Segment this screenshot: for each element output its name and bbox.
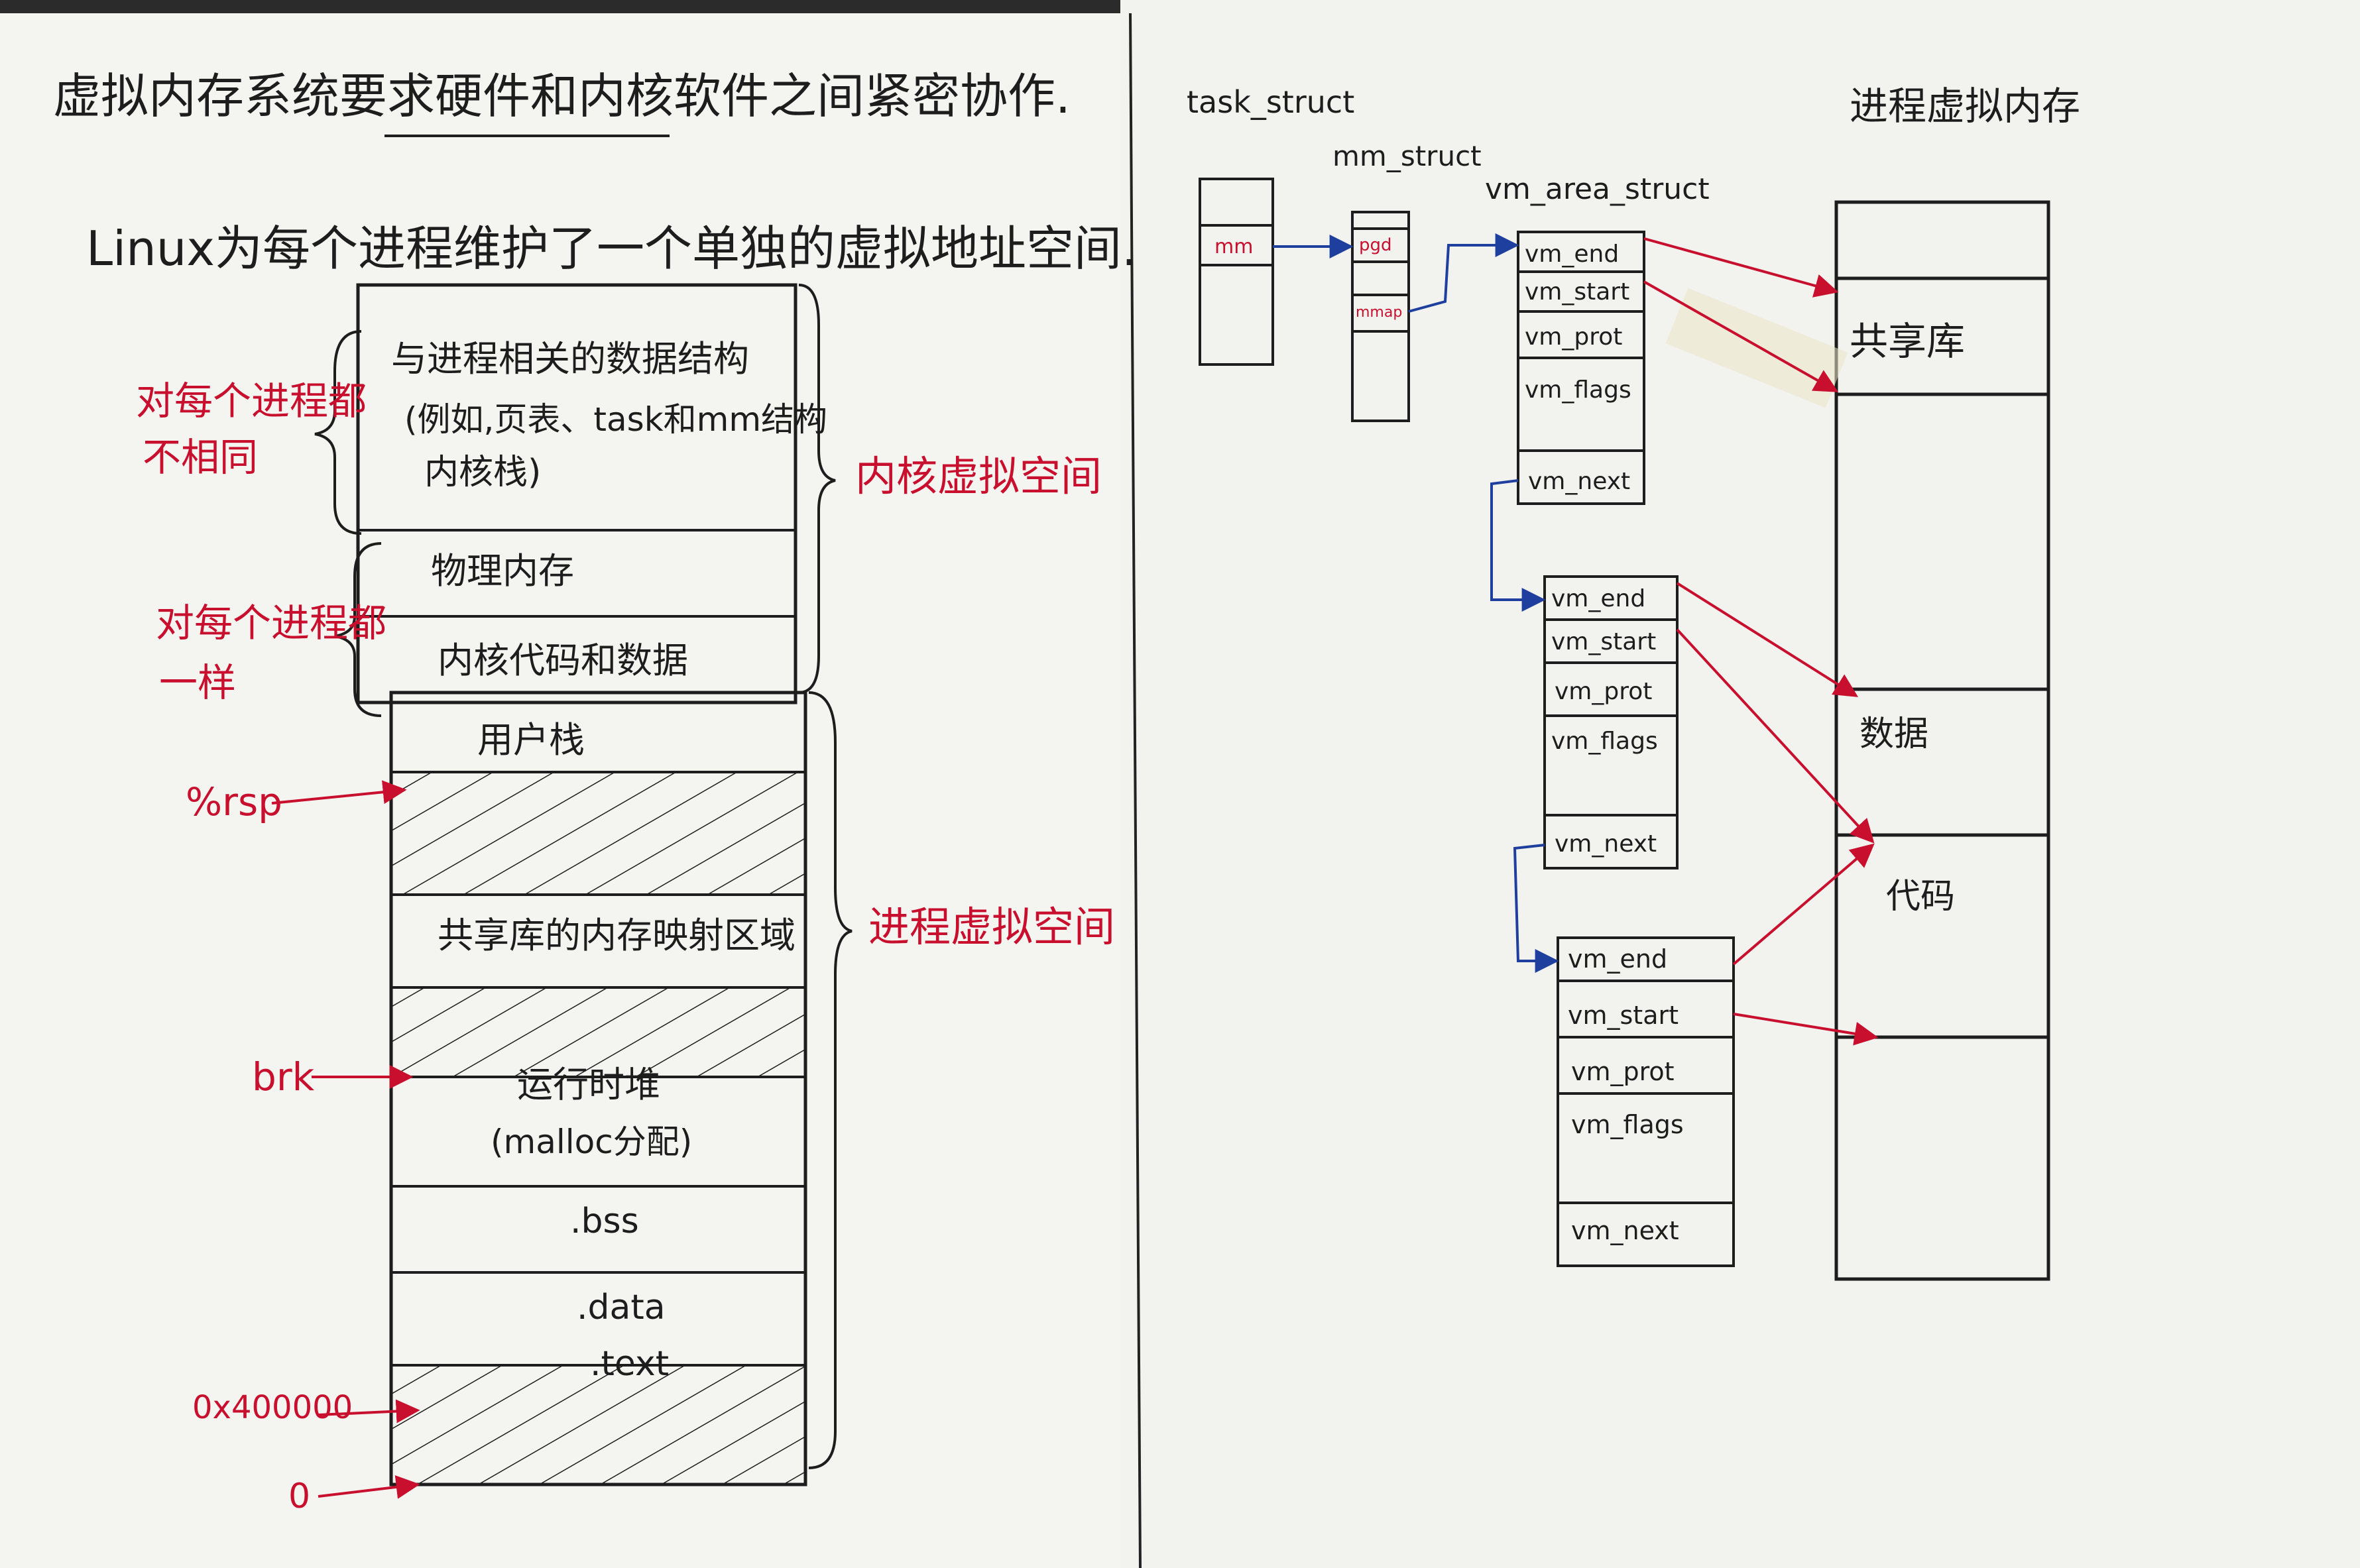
task-struct-box bbox=[1199, 178, 1274, 366]
blue-pointer-arrows bbox=[1273, 233, 1559, 973]
heap-malloc-note: (malloc分配) bbox=[491, 1123, 692, 1161]
hatched-gap-bottom bbox=[392, 1367, 804, 1483]
vma2-vm-prot: vm_prot bbox=[1555, 678, 1652, 705]
vma1-next-to-vma2-arrow bbox=[1490, 479, 1546, 612]
kernel-process-structs-label: 与进程相关的数据结构 bbox=[391, 338, 749, 380]
page-fold bbox=[1129, 13, 1142, 1568]
vma1-vm-end: vm_end bbox=[1525, 241, 1619, 268]
hatched-gap-heap bbox=[392, 989, 804, 1076]
left-subtitle: Linux为每个进程维护了一个单独的虚拟地址空间. bbox=[86, 221, 1137, 276]
start-address-arrow bbox=[318, 1399, 420, 1424]
region-data: 数据 bbox=[1859, 714, 1928, 754]
brace-differ bbox=[314, 330, 362, 535]
task-struct-title: task_struct bbox=[1187, 84, 1354, 120]
vma2-vm-end: vm_end bbox=[1551, 585, 1645, 612]
shared-lib-region-label: 共享库的内存映射区域 bbox=[438, 915, 796, 956]
brk-pointer-label: brk bbox=[252, 1054, 315, 1099]
mm-struct-title: mm_struct bbox=[1332, 140, 1482, 172]
brace-kernel-vm bbox=[798, 284, 836, 694]
hatched-gap-stack bbox=[392, 773, 804, 893]
vm-area-struct-1 bbox=[1517, 231, 1645, 505]
vma2-vm-flags: vm_flags bbox=[1551, 728, 1658, 755]
vma3-vm-next: vm_next bbox=[1571, 1216, 1679, 1245]
vm-area-struct-3 bbox=[1557, 936, 1735, 1267]
vma3-start-to-code-bottom bbox=[1733, 1013, 1879, 1046]
red-mapping-arrows bbox=[1643, 237, 1879, 1046]
per-process-differ-line1: 对每个进程都 bbox=[136, 378, 367, 423]
memory-layout-dividers bbox=[358, 529, 805, 1367]
vma1-vm-next: vm_next bbox=[1528, 468, 1630, 495]
data-label: .data bbox=[577, 1288, 666, 1327]
kernel-process-structs-detail: (例如,页表、task和mm结构 bbox=[404, 400, 827, 439]
vm-area-struct-title: vm_area_struct bbox=[1485, 172, 1710, 206]
brace-process-vm bbox=[808, 691, 853, 1469]
vma2-vm-next: vm_next bbox=[1555, 830, 1657, 858]
vma1-start-to-shared-lib-bottom bbox=[1643, 280, 1839, 392]
mm-struct-mmap-field: mmap bbox=[1356, 304, 1402, 321]
vma3-vm-prot: vm_prot bbox=[1571, 1057, 1675, 1086]
region-code: 代码 bbox=[1886, 877, 1955, 917]
kernel-stack-label: 内核栈) bbox=[424, 453, 541, 492]
start-address-label: 0x400000 bbox=[192, 1389, 353, 1426]
vma1-vm-prot: vm_prot bbox=[1525, 323, 1622, 351]
vma3-vm-flags: vm_flags bbox=[1571, 1110, 1684, 1139]
per-process-differ-line2: 不相同 bbox=[143, 435, 258, 480]
vma3-vm-start: vm_start bbox=[1568, 1001, 1679, 1030]
process-vm-column bbox=[1834, 200, 2050, 1281]
vma2-next-to-vma3-arrow bbox=[1513, 844, 1559, 973]
zero-arrow bbox=[318, 1475, 420, 1499]
tape-strip bbox=[1665, 288, 1848, 408]
region-shared-lib: 共享库 bbox=[1850, 319, 1965, 364]
mmap-to-vma1-arrow bbox=[1408, 233, 1519, 313]
vma1-end-to-shared-lib-top bbox=[1643, 237, 1839, 298]
vm-area-struct-2 bbox=[1543, 575, 1679, 869]
vma2-start-to-data-bottom bbox=[1676, 628, 1875, 844]
rsp-arrow bbox=[271, 780, 407, 805]
vma3-vm-end: vm_end bbox=[1568, 944, 1667, 974]
kernel-code-data-label: 内核代码和数据 bbox=[438, 640, 688, 681]
kernel-vm-label: 内核虚拟空间 bbox=[855, 452, 1102, 500]
vma1-vm-flags: vm_flags bbox=[1525, 376, 1631, 404]
per-process-same-line1: 对每个进程都 bbox=[156, 600, 386, 645]
physical-memory-label: 物理内存 bbox=[431, 550, 574, 592]
mm-struct-box bbox=[1351, 211, 1410, 422]
vma2-end-to-data-top bbox=[1676, 582, 1859, 697]
task-struct-mm-field: mm bbox=[1214, 235, 1253, 258]
zero-address-label: 0 bbox=[288, 1477, 310, 1516]
brace-same bbox=[334, 542, 382, 717]
heap-label: 运行时堆 bbox=[517, 1064, 660, 1105]
text-label: .text bbox=[590, 1344, 669, 1384]
mm-struct-pgd-field: pgd bbox=[1359, 235, 1392, 255]
paper-sheet-right bbox=[1120, 0, 2360, 1568]
bss-label: .bss bbox=[570, 1202, 639, 1241]
process-vm-label: 进程虚拟空间 bbox=[868, 903, 1115, 951]
rsp-pointer-label: %rsp bbox=[186, 779, 282, 824]
left-title: 虚拟内存系统要求硬件和内核软件之间紧密协作. bbox=[53, 68, 1071, 124]
vma3-end-to-code-top bbox=[1732, 843, 1875, 966]
vma2-vm-start: vm_start bbox=[1551, 628, 1656, 655]
vma1-vm-start: vm_start bbox=[1525, 278, 1629, 306]
process-vm-title: 进程虚拟内存 bbox=[1850, 84, 2080, 129]
per-process-same-line2: 一样 bbox=[159, 660, 236, 705]
user-stack-label: 用户栈 bbox=[477, 719, 585, 761]
